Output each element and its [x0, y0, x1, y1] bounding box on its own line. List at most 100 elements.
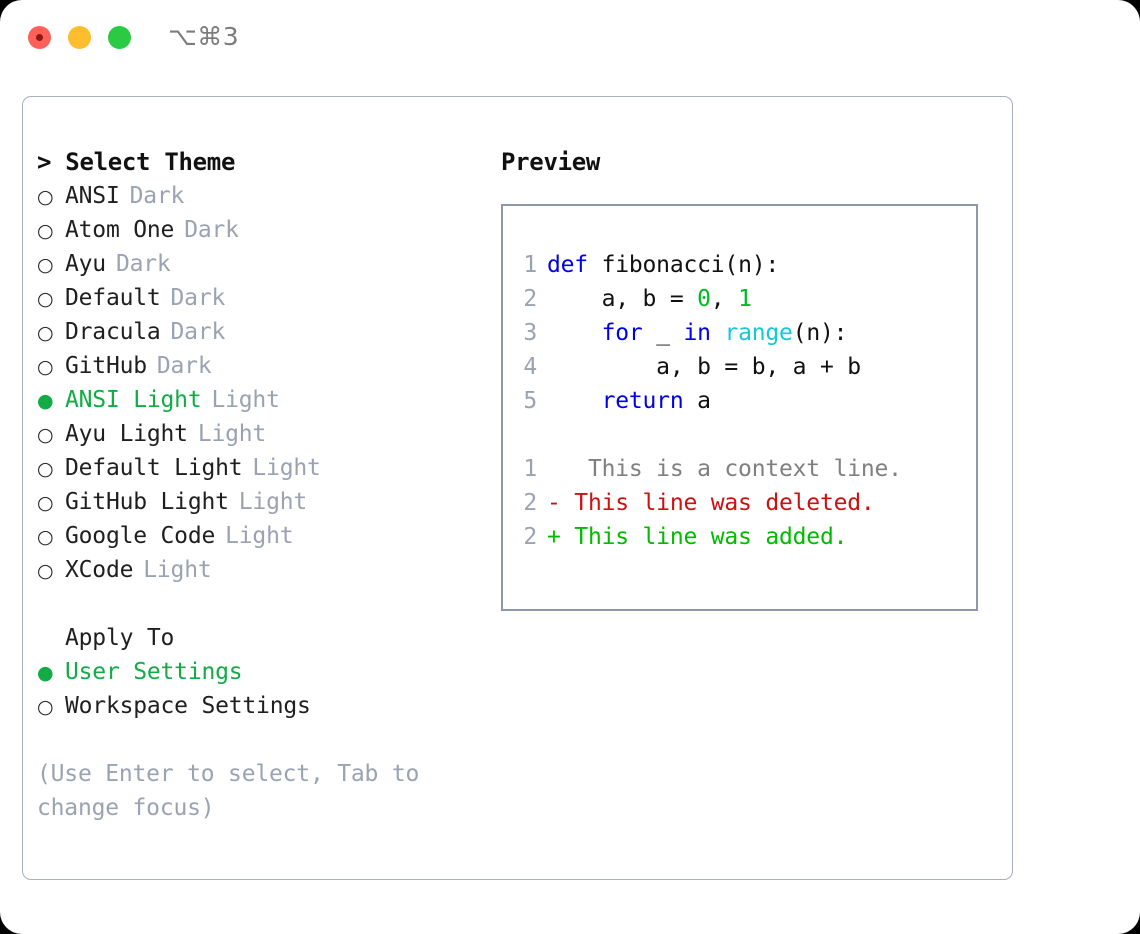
line-number: 5: [523, 388, 537, 414]
theme-option-atom-one[interactable]: ○ Atom One Dark: [37, 213, 497, 247]
theme-option-ansi-light[interactable]: ● ANSI Light Light: [37, 383, 497, 417]
minimize-window-button[interactable]: [68, 26, 91, 49]
option-label: Atom One: [65, 217, 175, 243]
apply-to-option-workspace-settings[interactable]: ○ Workspace Settings: [37, 689, 497, 723]
radio-selected-icon: ●: [37, 390, 54, 412]
radio-unselected-icon: ○: [37, 526, 54, 548]
theme-variant-tag: Dark: [115, 251, 171, 277]
code-token: _: [642, 320, 684, 346]
line-number: 1: [523, 252, 537, 278]
list-spacer: [37, 587, 497, 621]
line-number: 1: [523, 456, 537, 482]
code-text: for _ in range(n):: [537, 320, 848, 346]
theme-option-default[interactable]: ○ Default Dark: [37, 281, 497, 315]
radio-unselected-icon: ○: [37, 186, 54, 208]
theme-option-github[interactable]: ○ GitHub Dark: [37, 349, 497, 383]
code-line: 2 a, b = 0, 1: [511, 282, 902, 316]
code-token: def: [547, 252, 602, 278]
option-label: Google Code: [65, 523, 216, 549]
code-token: 0: [697, 286, 711, 312]
line-number: 3: [523, 320, 537, 346]
theme-variant-tag: Light: [252, 455, 321, 481]
radio-unselected-icon: ○: [37, 254, 54, 276]
maximize-window-button[interactable]: [108, 26, 131, 49]
code-token: in: [683, 320, 711, 346]
code-line: 3 for _ in range(n):: [511, 316, 902, 350]
line-number: 2: [523, 286, 537, 312]
option-label: Ayu: [65, 251, 106, 277]
code-token: for: [601, 320, 643, 346]
code-text: a, b = 0, 1: [537, 286, 752, 312]
close-window-button[interactable]: [28, 26, 51, 49]
option-label: GitHub: [65, 353, 147, 379]
theme-variant-tag: Dark: [184, 217, 239, 243]
radio-unselected-icon: ○: [37, 288, 54, 310]
option-label: User Settings: [65, 659, 243, 685]
theme-variant-tag: Dark: [156, 353, 212, 379]
preview-column: Preview: [501, 145, 1001, 179]
code-token: [547, 320, 602, 346]
radio-unselected-icon: ○: [37, 356, 54, 378]
select-theme-heading: > Select Theme: [37, 148, 236, 176]
option-label: ANSI: [65, 183, 120, 209]
radio-unselected-icon: ○: [37, 220, 54, 242]
diff-line-del: 2 - This line was deleted.: [511, 486, 902, 520]
option-label: Workspace Settings: [65, 693, 311, 719]
option-label: GitHub Light: [65, 489, 229, 515]
code-blank-line: [511, 418, 902, 452]
theme-variant-tag: Light: [225, 523, 294, 549]
window-shortcut-label: ⌥⌘3: [168, 22, 240, 51]
theme-variant-tag: Dark: [170, 285, 226, 311]
code-token: a: [683, 388, 711, 414]
radio-unselected-icon: ○: [37, 458, 54, 480]
keyboard-hint-text: (Use Enter to select, Tab to change focu…: [37, 761, 420, 821]
line-number: 2: [523, 490, 537, 516]
code-text: def fibonacci(n):: [537, 252, 779, 278]
theme-option-ayu[interactable]: ○ Ayu Dark: [37, 247, 497, 281]
code-token: range: [724, 320, 793, 346]
theme-option-ansi[interactable]: ○ ANSI Dark: [37, 179, 497, 213]
option-label: Default: [65, 285, 161, 311]
radio-unselected-icon: ○: [37, 696, 54, 718]
theme-variant-tag: Dark: [129, 183, 185, 209]
code-token: a, b = b, a + b: [547, 354, 861, 380]
theme-option-google-code[interactable]: ○ Google Code Light: [37, 519, 497, 553]
radio-unselected-icon: ○: [37, 424, 54, 446]
theme-variant-tag: Light: [197, 421, 267, 447]
code-token: return: [601, 388, 684, 414]
code-line: 4 a, b = b, a + b: [511, 350, 902, 384]
code-token: fibonacci(n):: [601, 252, 780, 278]
code-token: [711, 320, 725, 346]
option-label: Default Light: [65, 455, 243, 481]
code-text: a, b = b, a + b: [537, 354, 861, 380]
diff-line-add: 2 + This line was added.: [511, 520, 902, 554]
theme-option-default-light[interactable]: ○ Default Light Light: [37, 451, 497, 485]
radio-unselected-icon: ○: [37, 322, 54, 344]
preview-heading: Preview: [501, 148, 601, 176]
theme-variant-tag: Light: [238, 489, 308, 515]
option-label: Dracula: [65, 319, 161, 345]
radio-selected-icon: ●: [37, 662, 54, 684]
diff-text: - This line was deleted.: [547, 490, 875, 516]
theme-variant-tag: Light: [211, 387, 280, 413]
title-bar: ⌥⌘3: [0, 0, 1140, 78]
line-number: 4: [523, 354, 537, 380]
line-number: 2: [523, 524, 537, 550]
apply-to-list[interactable]: ● User Settings ○ Workspace Settings: [37, 655, 497, 723]
traffic-light-controls: [28, 26, 131, 49]
option-label: ANSI Light: [65, 387, 202, 413]
apply-to-option-user-settings[interactable]: ● User Settings: [37, 655, 497, 689]
diff-text: + This line was added.: [547, 524, 848, 550]
code-token: ,: [710, 286, 739, 312]
theme-variant-tag: Light: [143, 557, 212, 583]
